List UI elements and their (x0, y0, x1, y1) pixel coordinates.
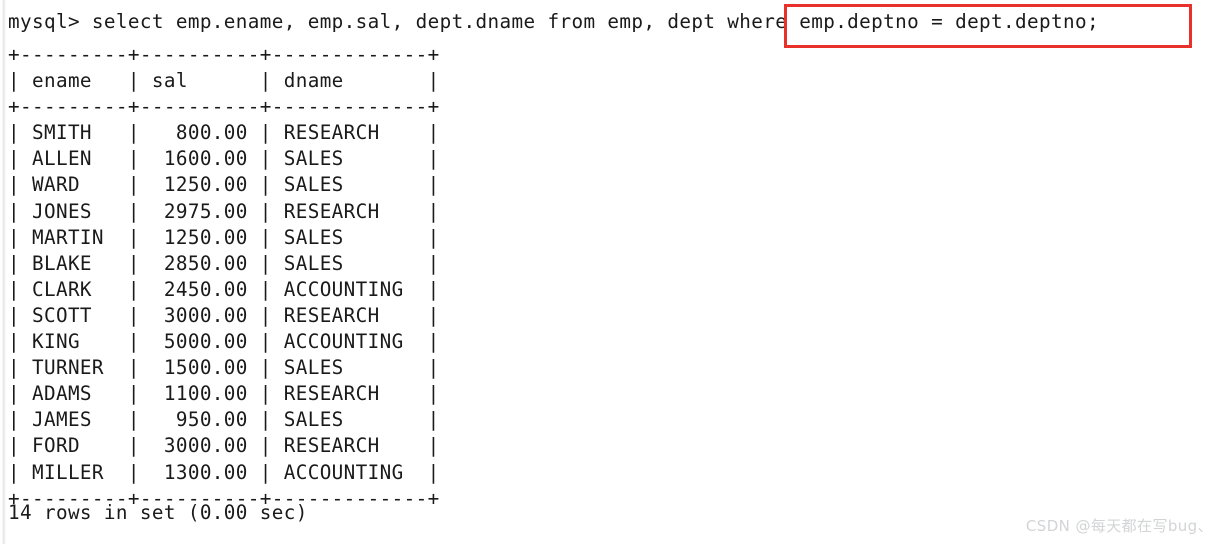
mysql-terminal[interactable]: mysql> select emp.ename, emp.sal, dept.d… (8, 0, 1225, 544)
table-row: | SCOTT | 3000.00 | RESEARCH | (8, 303, 440, 327)
table-row: | BLAKE | 2850.00 | SALES | (8, 251, 440, 275)
table-row: | TURNER | 1500.00 | SALES | (8, 356, 440, 380)
table-row: | MARTIN | 1250.00 | SALES | (8, 225, 440, 249)
table-header-row: | ename | sal | dname | (8, 69, 440, 93)
table-top-rule: +---------+----------+-------------+ (8, 43, 440, 66)
csdn-watermark: CSDN @每天都在写bug、 (1025, 517, 1213, 535)
table-row: | MILLER | 1300.00 | ACCOUNTING | (8, 460, 440, 484)
table-row: | JAMES | 950.00 | SALES | (8, 408, 440, 432)
table-bottom-rule: +---------+----------+-------------+ (8, 486, 440, 510)
result-status-line: 14 rows in set (0.00 sec) (8, 501, 308, 524)
table-row: | SMITH | 800.00 | RESEARCH | (8, 121, 440, 145)
query-result-table: +---------+----------+-------------+ | e… (8, 42, 440, 512)
left-edge-divider (2, 0, 6, 544)
table-row: | ADAMS | 1100.00 | RESEARCH | (8, 382, 440, 406)
table-row: | ALLEN | 1600.00 | SALES | (8, 147, 440, 171)
table-row: | JONES | 2975.00 | RESEARCH | (8, 199, 440, 223)
table-row: | FORD | 3000.00 | RESEARCH | (8, 434, 440, 458)
table-row: | KING | 5000.00 | ACCOUNTING | (8, 330, 440, 354)
mysql-prompt-line[interactable]: mysql> select emp.ename, emp.sal, dept.d… (8, 10, 1099, 33)
table-row: | CLARK | 2450.00 | ACCOUNTING | (8, 277, 440, 301)
table-row: | WARD | 1250.00 | SALES | (8, 173, 440, 197)
table-header-rule: +---------+----------+-------------+ (8, 95, 440, 119)
